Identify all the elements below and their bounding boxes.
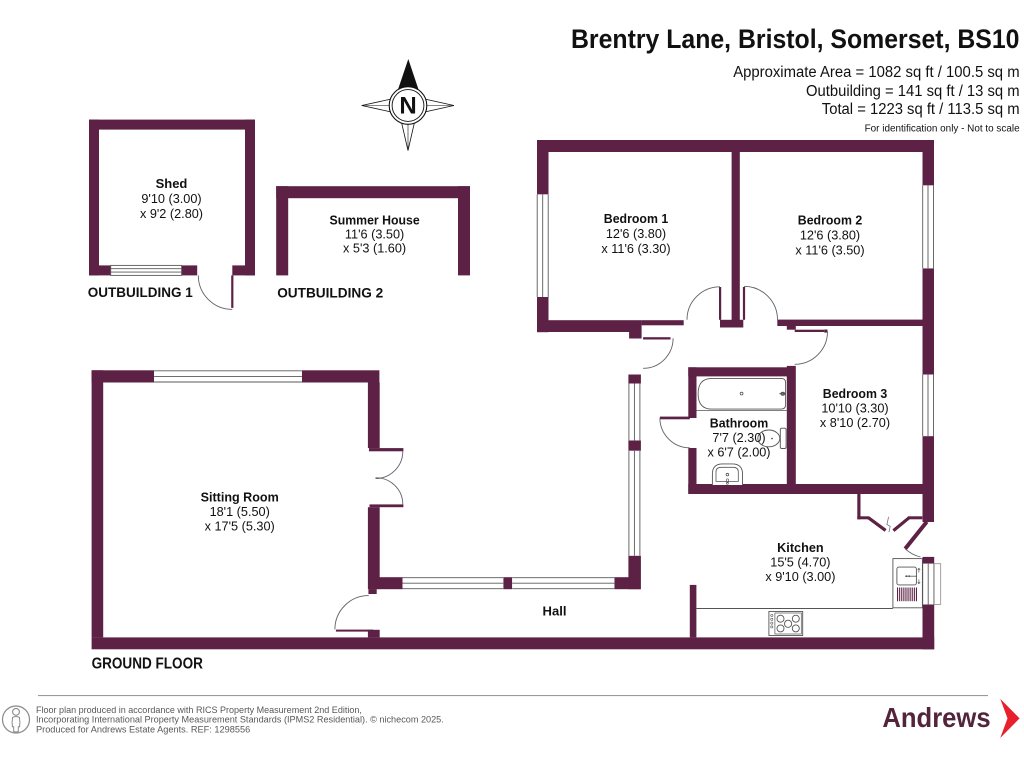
svg-text:7'7 (2.30): 7'7 (2.30) bbox=[712, 431, 765, 445]
svg-text:Andrews: Andrews bbox=[882, 702, 990, 733]
svg-text:For identification only - Not: For identification only - Not to scale bbox=[865, 124, 1020, 135]
svg-text:15'5 (4.70): 15'5 (4.70) bbox=[770, 555, 830, 569]
svg-text:Kitchen: Kitchen bbox=[777, 540, 824, 555]
svg-text:N: N bbox=[399, 93, 416, 120]
svg-text:Floor plan produced in accorda: Floor plan produced in accordance with R… bbox=[36, 705, 362, 715]
svg-text:Bathroom: Bathroom bbox=[710, 415, 768, 430]
svg-text:x 17'5 (5.30): x 17'5 (5.30) bbox=[205, 520, 275, 534]
svg-text:Bedroom 2: Bedroom 2 bbox=[798, 212, 862, 227]
svg-text:Summer House: Summer House bbox=[330, 212, 420, 227]
svg-text:Approximate Area = 1082 sq ft: Approximate Area = 1082 sq ft / 100.5 sq… bbox=[733, 64, 1019, 81]
svg-text:OUTBUILDING 1: OUTBUILDING 1 bbox=[88, 284, 193, 300]
svg-text:Total = 1223 sq ft / 113.5 sq: Total = 1223 sq ft / 113.5 sq m bbox=[822, 101, 1020, 118]
svg-text:12'6 (3.80): 12'6 (3.80) bbox=[606, 227, 666, 241]
svg-text:Brentry Lane, Bristol, Somerse: Brentry Lane, Bristol, Somerset, BS10 bbox=[571, 24, 1020, 54]
svg-text:Hall: Hall bbox=[543, 604, 567, 619]
svg-text:Sitting Room: Sitting Room bbox=[201, 490, 279, 505]
svg-text:18'1 (5.50): 18'1 (5.50) bbox=[210, 505, 270, 519]
svg-text:9'10 (3.00): 9'10 (3.00) bbox=[141, 192, 201, 206]
svg-text:GROUND FLOOR: GROUND FLOOR bbox=[92, 656, 203, 673]
svg-text:x 8'10 (2.70): x 8'10 (2.70) bbox=[820, 416, 890, 430]
svg-text:x 5'3 (1.60): x 5'3 (1.60) bbox=[343, 241, 406, 255]
svg-text:10'10 (3.30): 10'10 (3.30) bbox=[821, 402, 888, 416]
svg-text:Bedroom 3: Bedroom 3 bbox=[823, 386, 887, 401]
svg-text:Shed: Shed bbox=[156, 176, 188, 191]
svg-text:x 11'6 (3.50): x 11'6 (3.50) bbox=[795, 243, 864, 257]
svg-text:Outbuilding = 141 sq ft / 13 s: Outbuilding = 141 sq ft / 13 sq m bbox=[806, 83, 1020, 100]
svg-text:OUTBUILDING 2: OUTBUILDING 2 bbox=[277, 285, 383, 301]
svg-text:Bedroom 1: Bedroom 1 bbox=[604, 211, 668, 226]
svg-text:x 9'10 (3.00): x 9'10 (3.00) bbox=[765, 570, 835, 584]
svg-text:x 9'2 (2.80): x 9'2 (2.80) bbox=[140, 207, 203, 221]
svg-text:Incorporating International Pr: Incorporating International Property Mea… bbox=[36, 715, 444, 725]
svg-text:x 11'6 (3.30): x 11'6 (3.30) bbox=[601, 242, 670, 256]
svg-text:11'6 (3.50): 11'6 (3.50) bbox=[345, 227, 404, 241]
svg-text:x 6'7 (2.00): x 6'7 (2.00) bbox=[707, 445, 770, 459]
svg-text:Produced for Andrews Estate Ag: Produced for Andrews Estate Agents. REF:… bbox=[36, 724, 250, 734]
svg-text:12'6 (3.80): 12'6 (3.80) bbox=[800, 228, 860, 242]
